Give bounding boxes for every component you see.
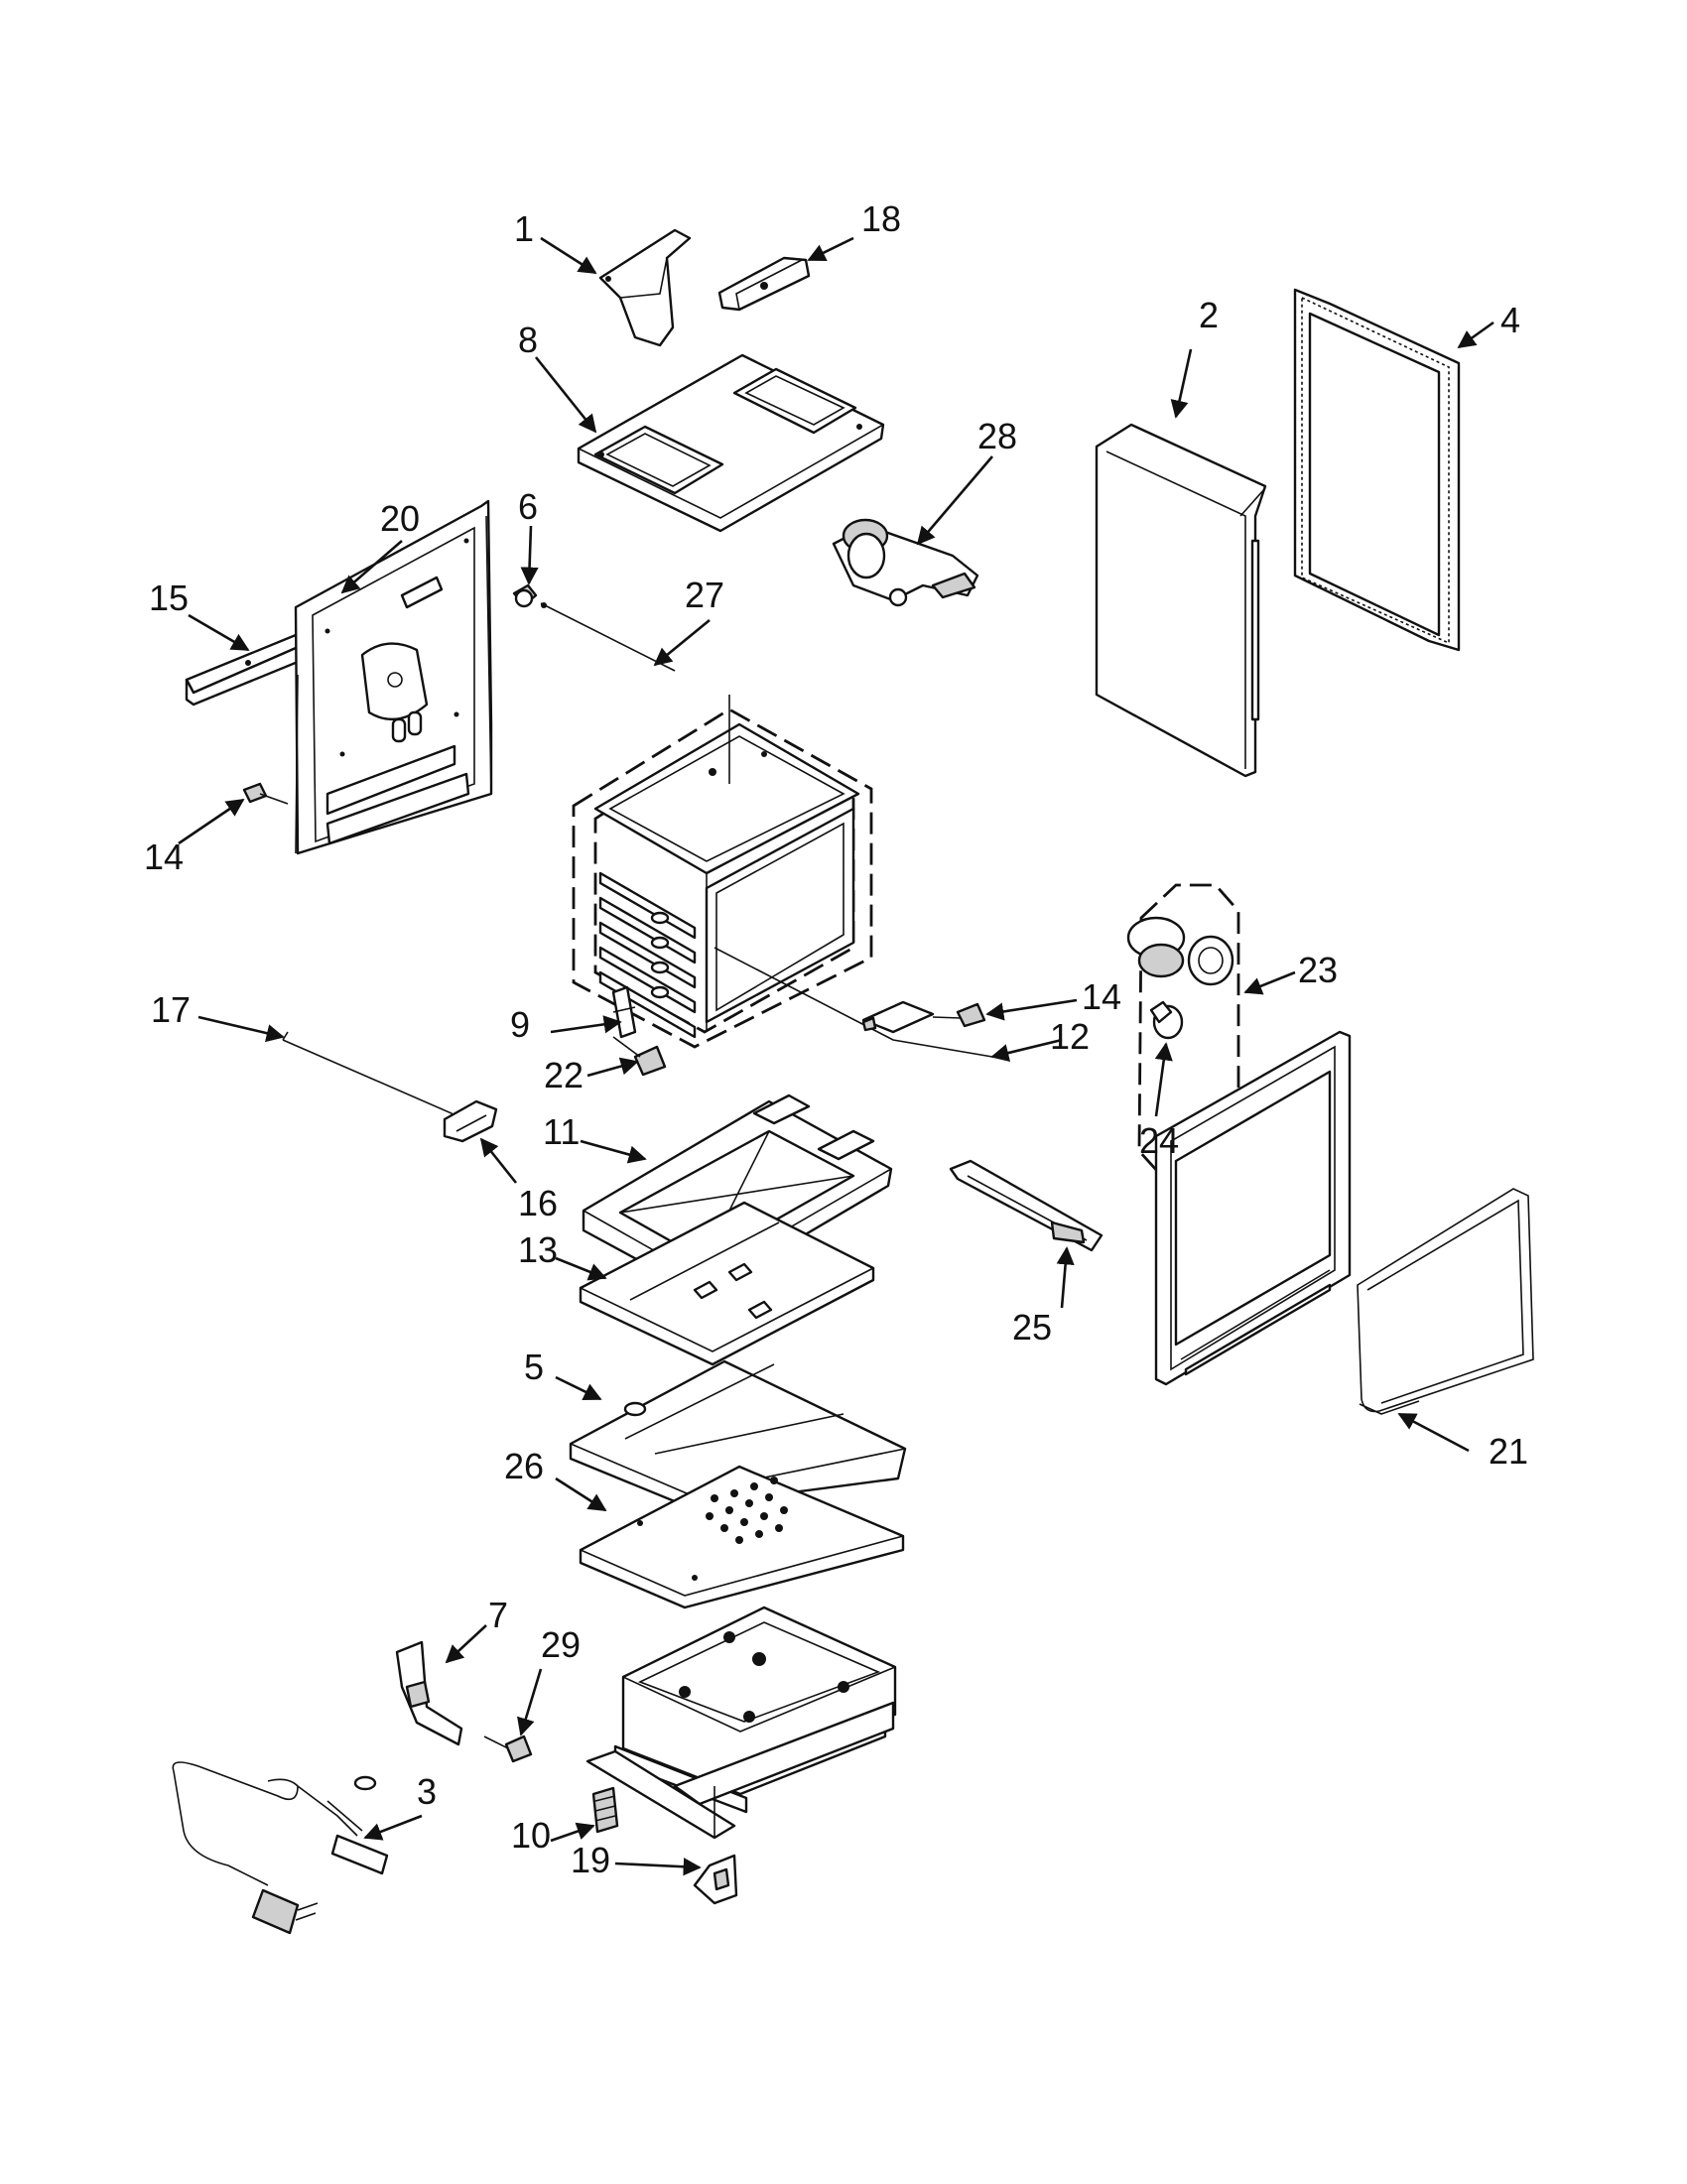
part-7-bracket bbox=[395, 1640, 463, 1746]
callout-18: 18 bbox=[861, 198, 901, 239]
part-24-knob-stem bbox=[1149, 1000, 1184, 1040]
part-12-sensor bbox=[714, 947, 993, 1058]
part-28-valve-assembly bbox=[832, 518, 979, 607]
part-4-door-frame bbox=[1293, 288, 1461, 652]
callout-1: 1 bbox=[514, 208, 534, 249]
part-2-side-panel bbox=[1095, 423, 1267, 778]
callout-20: 20 bbox=[380, 498, 420, 539]
part-13-heat-shield bbox=[579, 1201, 875, 1366]
part-20-rear-panel bbox=[294, 499, 493, 855]
callout-22: 22 bbox=[544, 1055, 584, 1095]
part-18-bracket bbox=[717, 256, 811, 312]
part-14-screw-left bbox=[242, 782, 289, 805]
callout-19: 19 bbox=[571, 1840, 610, 1880]
callout-4: 4 bbox=[1500, 300, 1520, 340]
part-1-vent-bracket bbox=[598, 228, 692, 347]
callout-9: 9 bbox=[510, 1004, 530, 1045]
callout-12: 12 bbox=[1050, 1016, 1090, 1057]
part-21-door-gasket bbox=[1357, 1188, 1534, 1415]
callout-27: 27 bbox=[685, 575, 724, 615]
callout-13: 13 bbox=[518, 1229, 558, 1270]
lower-drawer-base bbox=[585, 1606, 897, 1840]
callout-28: 28 bbox=[977, 416, 1017, 456]
part-26-burner-plate bbox=[579, 1465, 905, 1609]
callout-25: 25 bbox=[1012, 1307, 1052, 1348]
callout-3: 3 bbox=[417, 1771, 437, 1812]
callout-14b: 14 bbox=[144, 836, 184, 877]
part-15-rail bbox=[185, 633, 305, 707]
part-23-knob-group bbox=[1126, 883, 1240, 1183]
part-17-wire bbox=[282, 1031, 467, 1127]
part-5-broil-tray bbox=[569, 1359, 907, 1508]
part-16-clip bbox=[443, 1099, 498, 1143]
callout-11: 11 bbox=[543, 1111, 580, 1152]
part-3-power-cord bbox=[172, 1761, 389, 1935]
callout-29: 29 bbox=[541, 1624, 581, 1665]
callout-15: 15 bbox=[149, 578, 189, 618]
callout-6: 6 bbox=[518, 486, 538, 527]
part-10-leveling-leg bbox=[591, 1786, 619, 1834]
callout-16: 16 bbox=[518, 1183, 558, 1223]
part-27-rod bbox=[540, 602, 676, 672]
part-14-screw-right bbox=[932, 1002, 986, 1028]
callout-8: 8 bbox=[518, 320, 538, 360]
leader-lines bbox=[178, 236, 1494, 1876]
callout-5: 5 bbox=[524, 1347, 544, 1387]
callout-24: 24 bbox=[1139, 1120, 1179, 1161]
part-23-knob bbox=[1126, 916, 1234, 986]
callout-labels: 1 2 3 4 5 6 7 8 9 10 11 12 13 14 14 15 1… bbox=[144, 198, 1528, 1880]
callout-14a: 14 bbox=[1082, 976, 1121, 1017]
callout-7: 7 bbox=[488, 1595, 508, 1635]
part-29-screw bbox=[483, 1734, 533, 1763]
callout-10: 10 bbox=[511, 1815, 551, 1856]
oven-cavity bbox=[572, 695, 873, 1049]
part-22-screw bbox=[612, 1036, 667, 1077]
part-25-igniter bbox=[949, 1159, 1103, 1252]
part-8-top-panel bbox=[577, 353, 885, 533]
callout-23: 23 bbox=[1298, 950, 1338, 990]
oven-door-inner bbox=[1154, 1030, 1352, 1386]
callout-2: 2 bbox=[1199, 295, 1219, 335]
callout-26: 26 bbox=[504, 1446, 544, 1486]
callout-21: 21 bbox=[1489, 1431, 1528, 1472]
part-6-fastener bbox=[512, 583, 538, 608]
callout-17: 17 bbox=[151, 989, 191, 1030]
part-19-bracket bbox=[693, 1854, 738, 1905]
